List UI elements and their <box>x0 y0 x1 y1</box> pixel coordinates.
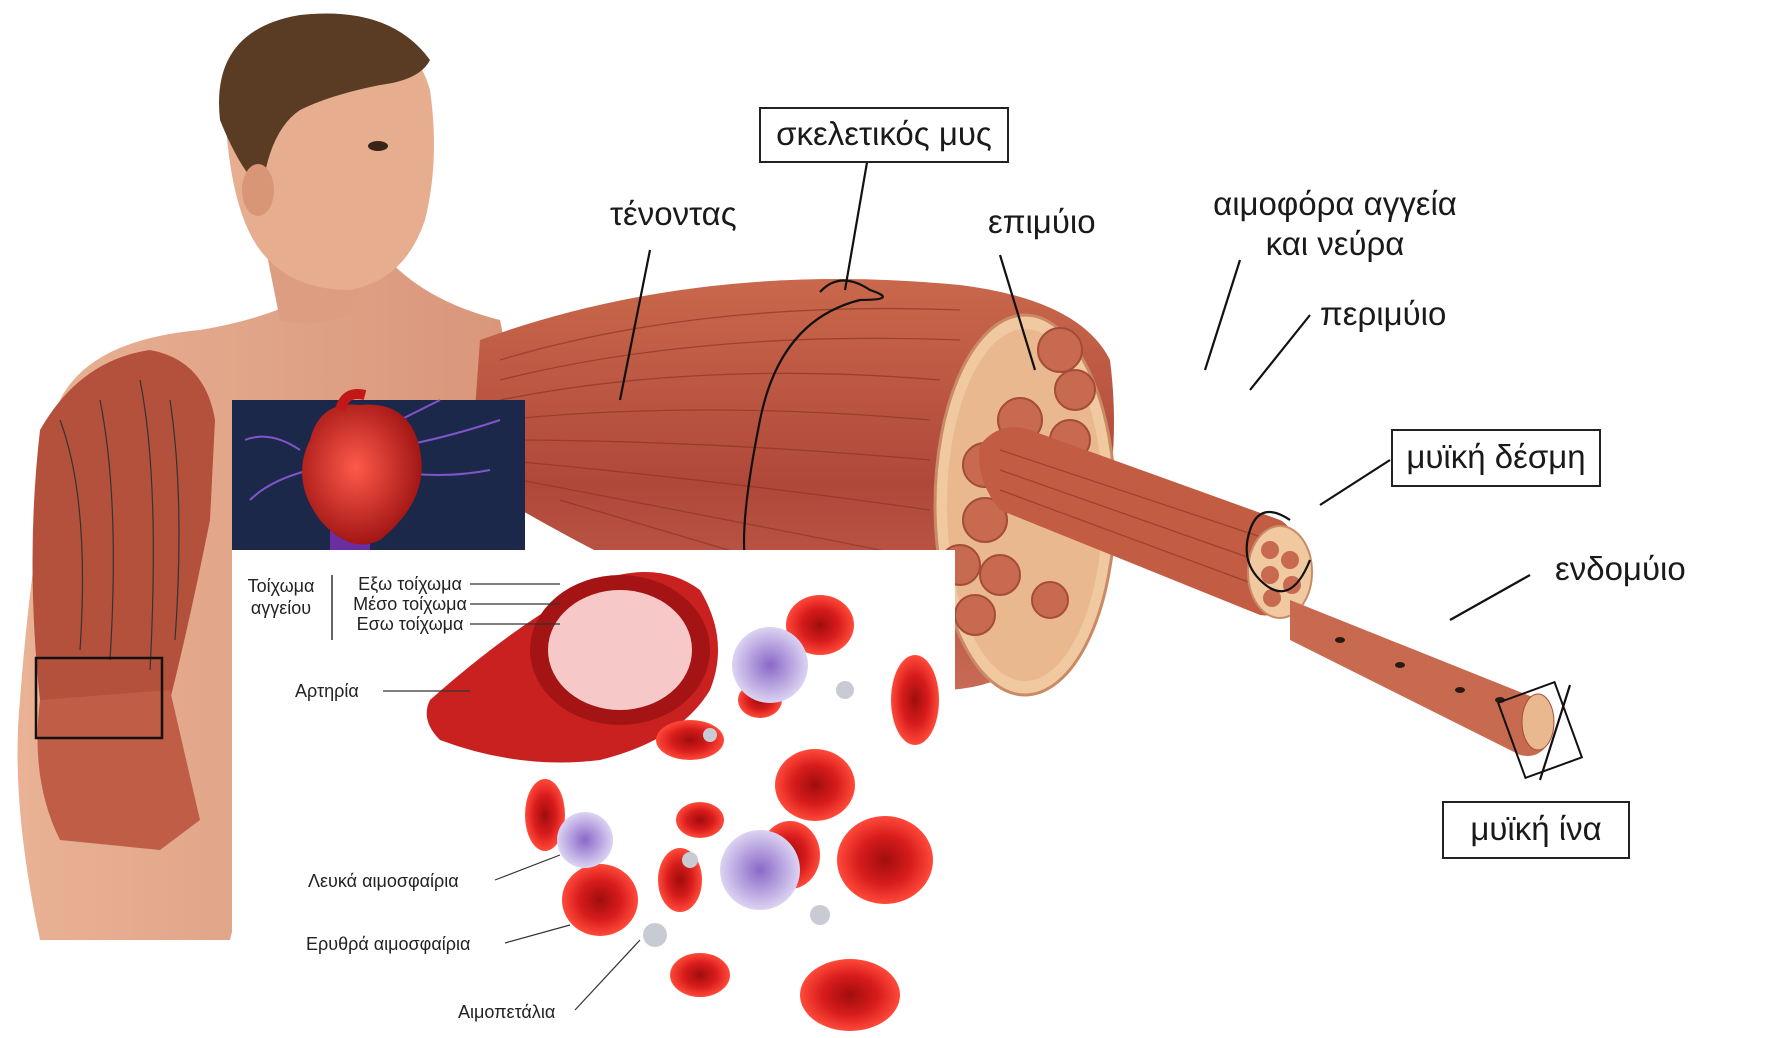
fiber-label: μυϊκή ίνα <box>1470 810 1601 847</box>
epimysium-label: επιμύιο <box>988 203 1096 240</box>
white-cells-label: Λευκά αιμοσφαίρια <box>308 871 459 891</box>
tendon-label: τένοντας <box>610 195 737 232</box>
skeletal-muscle-label: σκελετικός μυς <box>776 115 992 152</box>
outer-wall-label: Εξω τοίχωμα <box>358 574 462 594</box>
vessels-label-line1: αιμοφόρα αγγεία <box>1213 185 1457 222</box>
fascicle-label: μυϊκή δέσμη <box>1406 438 1585 475</box>
vessel-wall-label-line1: Τοίχωμα <box>248 576 315 596</box>
perimysium-label: περιμύιο <box>1320 295 1446 332</box>
red-cells-label: Ερυθρά αιμοσφαίρια <box>306 934 470 954</box>
vessel-wall-label-line2: αγγείου <box>251 598 311 618</box>
blood-inset: Τοίχωμα αγγείου Εξω τοίχωμα Μέσο τοίχωμα… <box>232 550 955 1033</box>
artery-label: Αρτηρία <box>295 681 359 701</box>
endomysium-label: ενδομύιο <box>1555 550 1686 587</box>
middle-wall-label: Μέσο τοίχωμα <box>353 594 467 614</box>
inner-wall-label: Εσω τοίχωμα <box>357 614 464 634</box>
platelets-label: Αιμοπετάλια <box>458 1002 555 1022</box>
heart-inset <box>232 394 525 565</box>
vessels-label-line2: και νεύρα <box>1266 225 1405 262</box>
